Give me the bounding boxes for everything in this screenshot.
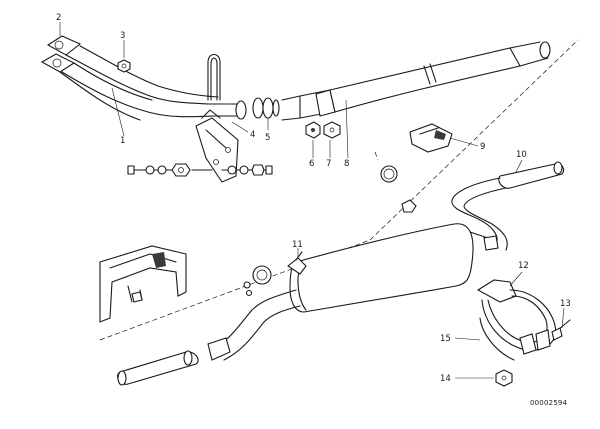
nut-part-14[interactable]: [495, 369, 513, 387]
callout-14: 14: [440, 374, 451, 384]
callout-15: 15: [440, 334, 451, 344]
bolt-set-right[interactable]: [221, 164, 273, 176]
pipe-joint-rings[interactable]: [252, 95, 301, 121]
callout-7: 7: [326, 159, 331, 169]
rubber-mount-round[interactable]: [243, 265, 272, 297]
nut-part-3[interactable]: [117, 59, 131, 73]
callout-11: 11: [292, 240, 303, 250]
callout-5: 5: [265, 133, 270, 143]
callout-4: 4: [250, 130, 255, 140]
mounting-bracket[interactable]: [195, 109, 239, 183]
callout-13: 13: [560, 299, 571, 309]
pipe-clamp-part-12[interactable]: [476, 279, 556, 355]
callout-3: 3: [120, 31, 125, 41]
rear-mounting-bracket[interactable]: [99, 245, 187, 323]
clamp-band-part-15[interactable]: [479, 317, 515, 361]
callout-6: 6: [309, 159, 314, 169]
rear-muffler[interactable]: [289, 223, 499, 313]
hanger-bracket-part-9[interactable]: [409, 123, 453, 153]
clamp-bolt-part-13[interactable]: [551, 319, 571, 341]
leader-lines: [59, 22, 565, 379]
tail-pipe[interactable]: [117, 289, 301, 386]
callout-2: 2: [56, 13, 61, 23]
callout-10: 10: [516, 150, 527, 160]
rubber-hanger[interactable]: [207, 53, 221, 101]
callout-1: 1: [120, 136, 125, 146]
washer-part-6[interactable]: [305, 121, 321, 139]
callout-labels: 1 2 3 4 5 6 7 8 9 10 11 12 13 14 15 0000…: [56, 13, 571, 407]
bolt-set-left[interactable]: [127, 163, 213, 177]
drawing-number: 00002594: [530, 399, 568, 407]
rear-pipe-connector-part-10[interactable]: [451, 161, 565, 251]
callout-12: 12: [518, 261, 529, 271]
callout-9: 9: [480, 142, 485, 152]
nut-part-7[interactable]: [323, 121, 341, 139]
callout-8: 8: [344, 159, 349, 169]
muffler-hanger-part-11[interactable]: [287, 251, 307, 275]
intermediate-pipe-resonator[interactable]: [299, 41, 551, 119]
front-exhaust-pipe[interactable]: [40, 35, 247, 121]
rubber-ring[interactable]: [380, 165, 398, 183]
small-clip[interactable]: [401, 199, 417, 213]
